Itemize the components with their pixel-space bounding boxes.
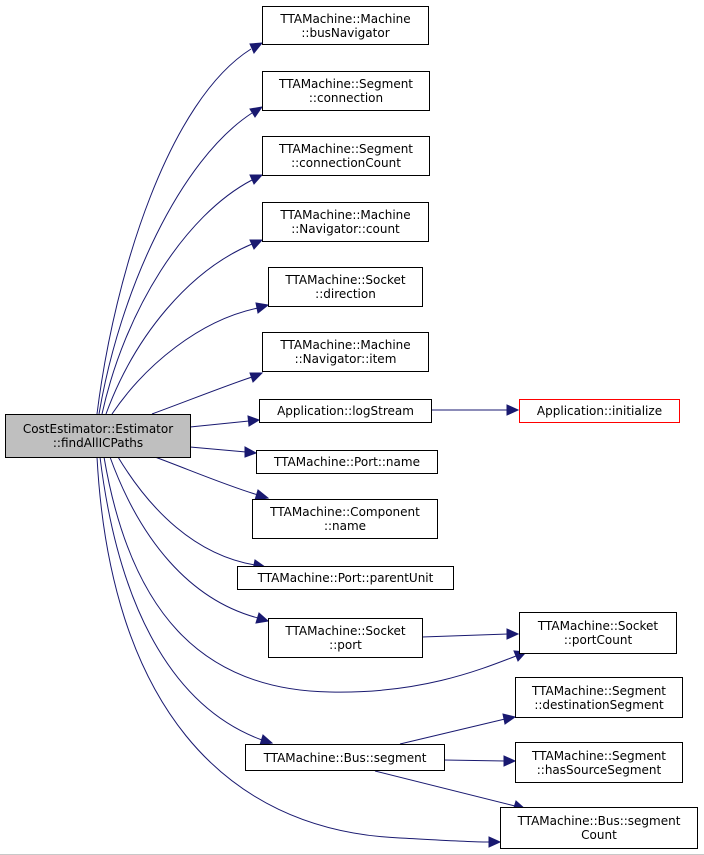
node-line: TTAMachine::Machine — [280, 338, 411, 352]
node-line: TTAMachine::Socket — [285, 624, 406, 638]
node-line: TTAMachine::Machine — [280, 208, 411, 222]
arrowhead — [503, 755, 517, 767]
edge-root-to-direction — [111, 307, 259, 415]
node-socket-portcount[interactable]: TTAMachine::Socket ::portCount — [519, 612, 677, 654]
node-line: TTAMachine::Machine — [280, 11, 411, 26]
node-line: TTAMachine::Segment — [278, 142, 414, 156]
edge-bussegment-to-hassource — [443, 759, 506, 762]
node-line: ::port — [329, 638, 362, 652]
arrowhead — [249, 174, 264, 185]
edge-root-to-bussegment — [99, 456, 263, 741]
node-line: ::Navigator::item — [294, 352, 397, 366]
node-line: ::name — [323, 519, 367, 533]
node-segment-hassourcesegment[interactable]: TTAMachine::Segment ::hasSourceSegment — [515, 742, 683, 783]
node-navigator-item[interactable]: TTAMachine::Machine ::Navigator::item — [262, 332, 429, 372]
edge-socketport-to-portcount — [421, 633, 509, 638]
node-line: ::findAllICPaths — [52, 436, 144, 450]
node-line: ::hasSourceSegment — [536, 762, 662, 777]
node-line: TTAMachine::Segment — [278, 77, 414, 91]
edge-root-to-parentunit — [117, 456, 256, 566]
arrowhead — [506, 628, 520, 640]
node-line: ::destinationSegment — [534, 697, 664, 712]
node-port-name[interactable]: TTAMachine::Port::name — [256, 450, 438, 474]
edge-root-to-busnavigator — [96, 48, 252, 415]
arrowhead — [247, 415, 261, 427]
edge-root-to-logstream — [189, 420, 250, 428]
edge-root-to-portcount — [103, 456, 517, 693]
arrowhead — [249, 42, 264, 54]
arrowhead — [255, 302, 270, 314]
node-line: TTAMachine::Socket — [285, 273, 406, 287]
node-line: TTAMachine::Port::name — [274, 455, 420, 469]
node-line: Count — [581, 828, 617, 842]
edge-root-to-segmentcount — [96, 456, 491, 843]
node-line: CostEstimator::Estimator — [22, 422, 174, 436]
edge-root-to-connectioncount — [101, 179, 253, 415]
node-line: ::connection — [308, 91, 384, 105]
edge-root-to-portname — [189, 446, 247, 453]
node-line: ::connectionCount — [291, 156, 401, 170]
node-segment-destinationsegment[interactable]: TTAMachine::Segment ::destinationSegment — [515, 677, 683, 718]
arrowhead — [255, 612, 270, 624]
arrowhead — [506, 404, 520, 416]
node-application-initialize[interactable]: Application::initialize — [519, 399, 680, 423]
edge-root-to-componentname — [154, 456, 259, 496]
node-line: Application::initialize — [536, 404, 663, 418]
arrowhead — [244, 446, 258, 458]
node-line: TTAMachine::Socket — [537, 619, 659, 633]
node-root-findallicpaths: CostEstimator::Estimator ::findAllICPath… — [5, 414, 191, 458]
edge-bussegment-to-destsegment — [399, 718, 506, 745]
arrowhead — [488, 836, 502, 848]
node-line: TTAMachine::Segment — [531, 683, 667, 698]
node-segment-connection[interactable]: TTAMachine::Segment ::connection — [262, 71, 430, 111]
node-line: TTAMachine::Component — [270, 505, 420, 519]
node-application-logstream[interactable]: Application::logStream — [259, 399, 432, 423]
node-line: ::busNavigator — [301, 25, 390, 40]
node-port-parentunit[interactable]: TTAMachine::Port::parentUnit — [237, 566, 454, 590]
arrowhead — [502, 713, 517, 725]
node-line: TTAMachine::Port::parentUnit — [257, 571, 434, 585]
arrowhead — [249, 239, 264, 250]
node-bus-segmentcount[interactable]: TTAMachine::Bus::segment Count — [500, 807, 698, 849]
edge-root-to-socketport — [109, 456, 259, 619]
node-line: ::Navigator::count — [291, 222, 400, 236]
node-component-name[interactable]: TTAMachine::Component ::name — [252, 499, 438, 539]
edge-root-to-connection — [98, 112, 253, 415]
node-navigator-count[interactable]: TTAMachine::Machine ::Navigator::count — [262, 202, 429, 242]
node-line: TTAMachine::Bus::segment — [263, 750, 427, 765]
node-socket-direction[interactable]: TTAMachine::Socket ::direction — [268, 267, 423, 307]
node-socket-port[interactable]: TTAMachine::Socket ::port — [268, 618, 423, 658]
node-line: TTAMachine::Bus::segment — [517, 814, 681, 828]
node-bus-segment[interactable]: TTAMachine::Bus::segment — [245, 744, 445, 771]
edge-root-to-navcount — [105, 243, 253, 415]
node-segment-connectioncount[interactable]: TTAMachine::Segment ::connectionCount — [262, 136, 430, 176]
node-line: ::direction — [315, 287, 376, 301]
edge-root-to-navitem — [151, 376, 253, 415]
node-line: Application::logStream — [277, 404, 414, 418]
node-busnavigator[interactable]: TTAMachine::Machine ::busNavigator — [262, 6, 429, 45]
node-line: TTAMachine::Segment — [531, 748, 667, 763]
node-line: ::portCount — [563, 633, 633, 647]
edge-bussegment-to-segmentcount — [374, 770, 516, 807]
arrowhead — [249, 372, 264, 383]
arrowhead — [249, 106, 264, 118]
